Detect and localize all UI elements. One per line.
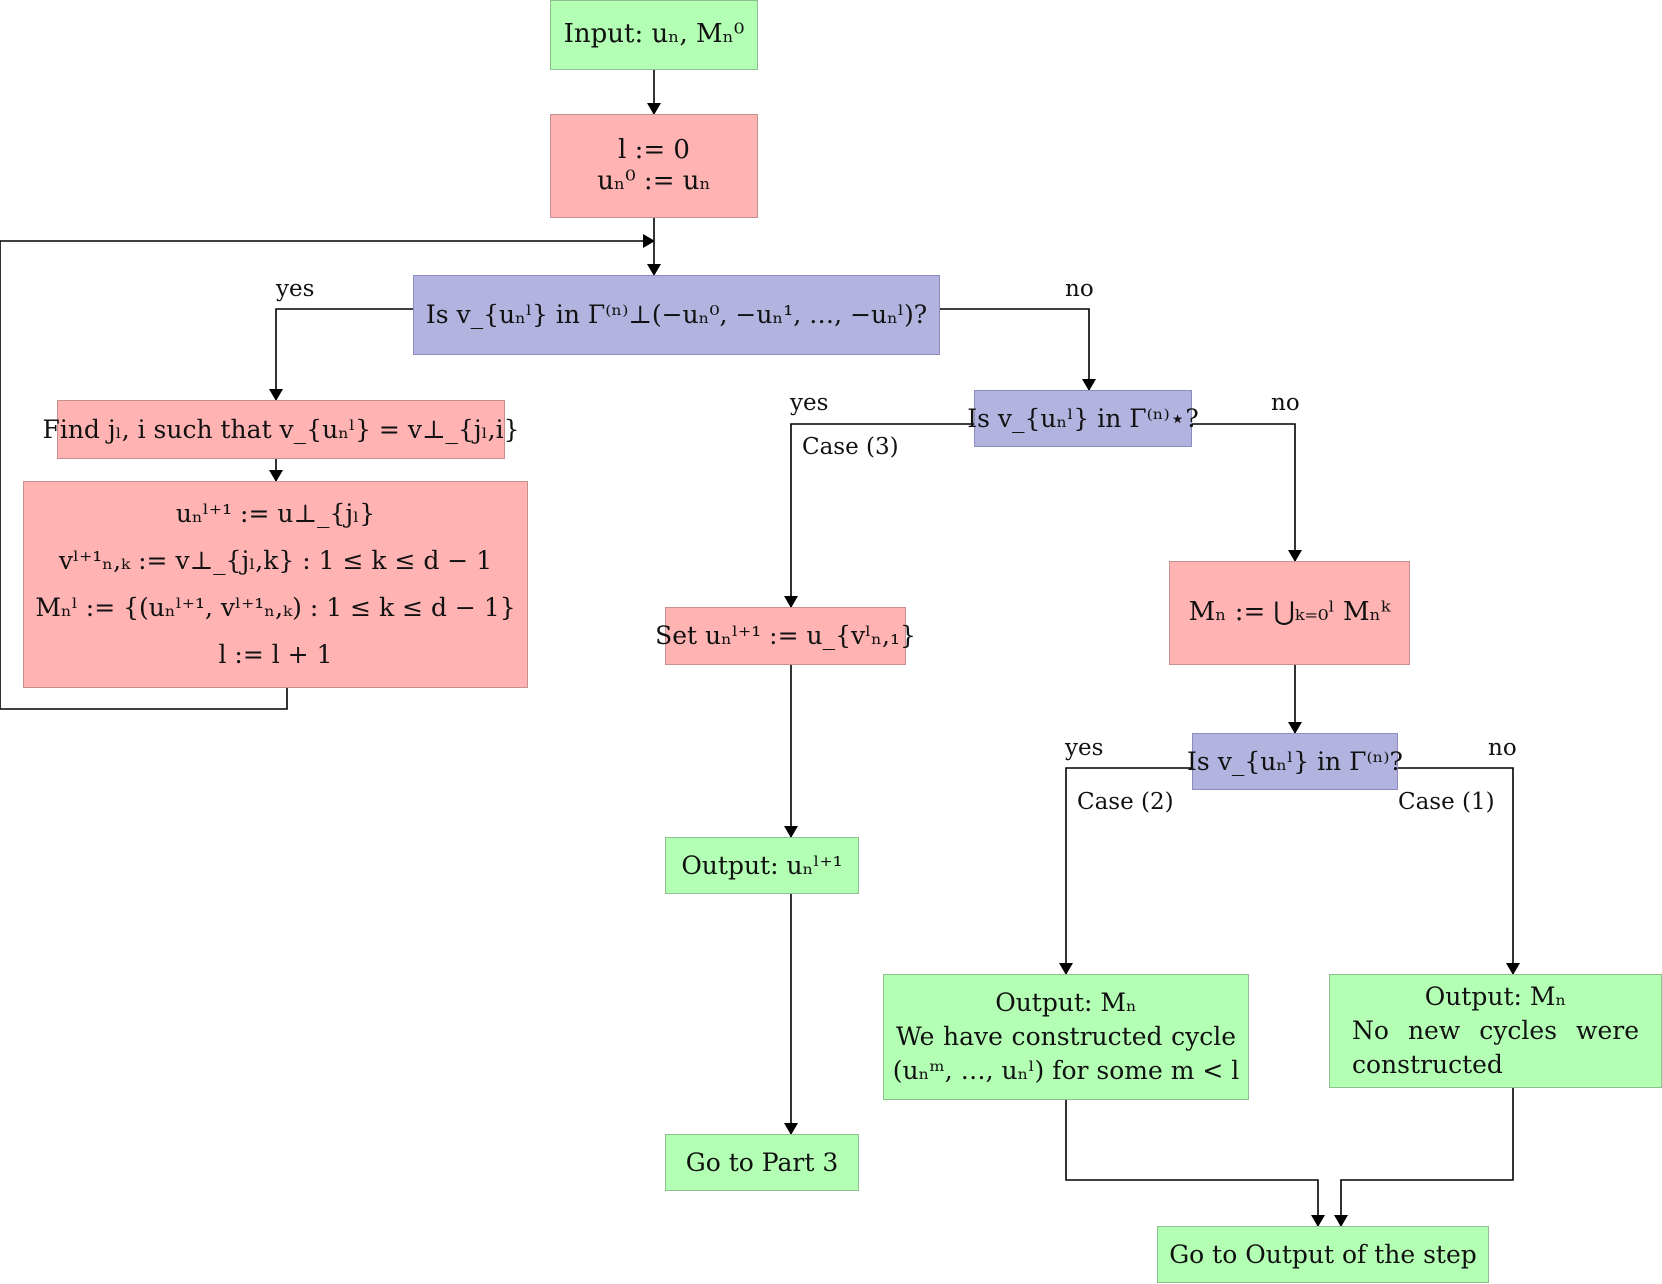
goto-output-node: Go to Output of the step — [1157, 1226, 1489, 1283]
decision-perp-node: Is v_{uₙˡ} in Γ⁽ⁿ⁾⊥(−uₙ⁰, −uₙ¹, …, −uₙˡ)… — [413, 275, 940, 355]
union-node-text: Mₙ := ⋃ₖ₌₀ˡ Mₙᵏ — [1188, 597, 1391, 628]
edge-label-gamma-no: no — [1488, 735, 1517, 761]
output-case2-title: Output: Mₙ — [995, 988, 1137, 1018]
edge-label-star-no: no — [1271, 390, 1300, 416]
update-node-line-2: vˡ⁺¹ₙ,ₖ := v⊥_{jₗ,k} : 1 ≤ k ≤ d − 1 — [58, 545, 493, 575]
goto-part3-node: Go to Part 3 — [665, 1134, 859, 1191]
output-case1-line-3: constructed — [1352, 1049, 1503, 1079]
union-node: Mₙ := ⋃ₖ₌₀ˡ Mₙᵏ — [1169, 561, 1410, 665]
init-node-line-2: uₙ⁰ := uₙ — [597, 166, 711, 196]
edge-label-gamma-yes: yes — [1065, 735, 1104, 761]
output-case2-line-3: (uₙᵐ, …, uₙˡ) for some m < l — [892, 1055, 1240, 1085]
decision-star-node: Is v_{uₙˡ} in Γ⁽ⁿ⁾⋆? — [967, 390, 1199, 447]
update-node-line-1: uₙˡ⁺¹ := u⊥_{jₗ} — [175, 498, 376, 528]
set-node-text: Set uₙˡ⁺¹ := u_{vˡₙ,₁} — [655, 621, 916, 650]
edge-gamma-yes — [1059, 767, 1192, 975]
output-u-text: Output: uₙˡ⁺¹ — [681, 850, 843, 880]
decision-gamma-node: Is v_{uₙˡ} in Γ⁽ⁿ⁾? — [1187, 733, 1403, 790]
update-node: uₙˡ⁺¹ := u⊥_{jₗ} vˡ⁺¹ₙ,ₖ := v⊥_{jₗ,k} : … — [23, 481, 528, 688]
edge-label-perp-yes: yes — [276, 276, 315, 302]
edge-label-perp-no: no — [1065, 276, 1094, 302]
edge-label-case1: Case (1) — [1398, 789, 1495, 815]
goto-output-text: Go to Output of the step — [1169, 1239, 1477, 1269]
init-node-line-1: l := 0 — [618, 134, 690, 165]
edge-label-star-yes: yes — [790, 390, 829, 416]
edge-gamma-no — [1398, 767, 1520, 975]
edge-star-yes — [784, 423, 974, 608]
edge-label-case3: Case (3) — [802, 434, 899, 460]
output-case2-node: Output: Mₙ We have constructed cycle (uₙ… — [883, 974, 1249, 1100]
edge-label-case2: Case (2) — [1077, 789, 1174, 815]
edge-case1-to-goto — [1334, 1088, 1514, 1227]
output-case1-title: Output: Mₙ — [1424, 982, 1567, 1012]
find-node: Find jₗ, i such that v_{uₙˡ} = v⊥_{jₗ,i} — [42, 400, 520, 459]
update-node-line-4: l := l + 1 — [218, 640, 333, 670]
edge-star-no — [1192, 423, 1302, 562]
output-case1-line-2: No new cycles were — [1352, 1016, 1639, 1046]
input-node: Input: uₙ, Mₙ⁰ — [550, 0, 758, 70]
set-node: Set uₙˡ⁺¹ := u_{vˡₙ,₁} — [655, 607, 916, 665]
decision-perp-text: Is v_{uₙˡ} in Γ⁽ⁿ⁾⊥(−uₙ⁰, −uₙ¹, …, −uₙˡ)… — [425, 300, 928, 329]
edge-case2-to-goto — [1065, 1100, 1325, 1227]
output-case1-node: Output: Mₙ No new cycles were constructe… — [1329, 974, 1662, 1088]
decision-gamma-text: Is v_{uₙˡ} in Γ⁽ⁿ⁾? — [1187, 746, 1403, 776]
find-node-text: Find jₗ, i such that v_{uₙˡ} = v⊥_{jₗ,i} — [42, 414, 520, 444]
edge-perp-yes — [269, 308, 413, 401]
output-u-node: Output: uₙˡ⁺¹ — [665, 837, 859, 894]
update-node-line-3: Mₙˡ := {(uₙˡ⁺¹, vˡ⁺¹ₙ,ₖ) : 1 ≤ k ≤ d − 1… — [35, 593, 516, 623]
input-node-line: Input: uₙ, Mₙ⁰ — [563, 19, 745, 50]
decision-star-text: Is v_{uₙˡ} in Γ⁽ⁿ⁾⋆? — [967, 403, 1199, 433]
output-case2-line-2: We have constructed cycle — [896, 1022, 1236, 1052]
edge-perp-no — [940, 308, 1096, 391]
init-node: l := 0 uₙ⁰ := uₙ — [550, 114, 758, 218]
edge-loop-back — [0, 234, 655, 710]
goto-part3-text: Go to Part 3 — [685, 1147, 839, 1177]
